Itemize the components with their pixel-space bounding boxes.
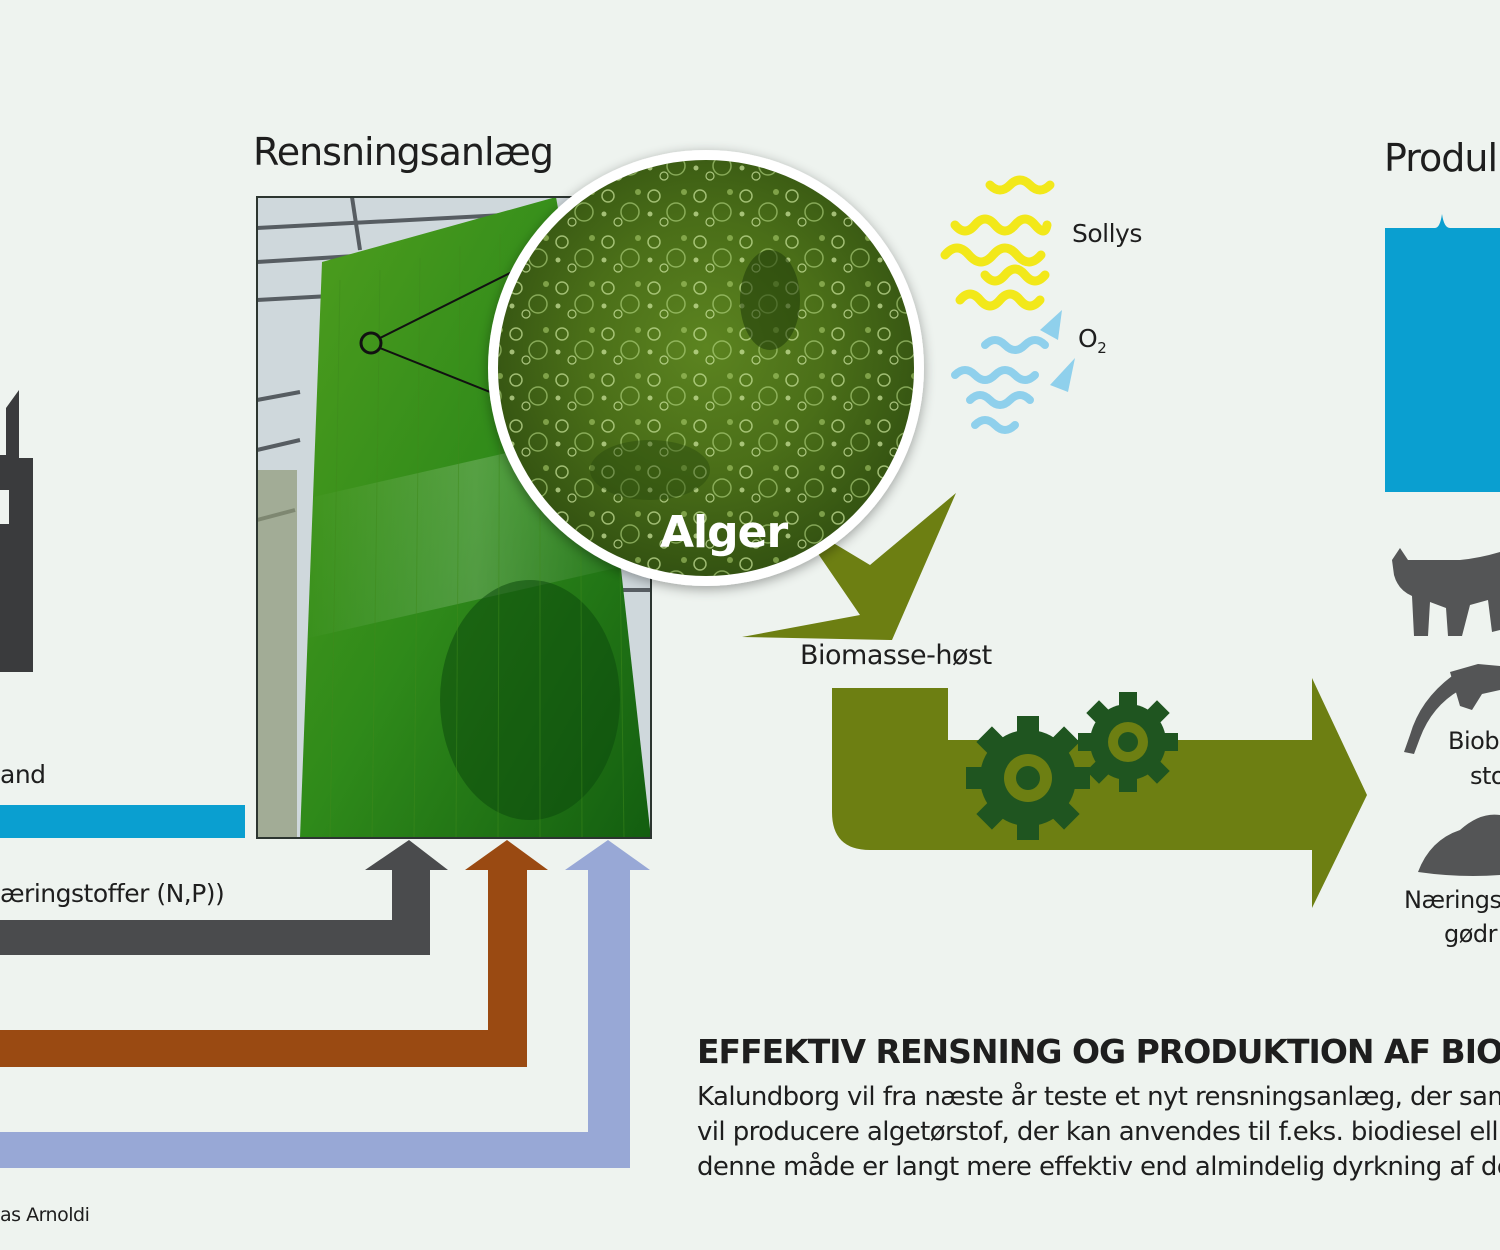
oxygen-subscript: 2 — [1097, 339, 1107, 357]
oxygen-label: O2 — [1078, 324, 1107, 357]
wastewater-bar — [0, 805, 245, 838]
factory-icon — [0, 390, 33, 672]
oxygen-arrowhead — [1040, 310, 1062, 340]
biofuel-label-2: sto — [1470, 762, 1500, 790]
oxygen-wave-icon — [951, 336, 1049, 434]
nutrients-label: æringstoffer (N,P)) — [0, 879, 225, 908]
clean-water-block — [1385, 214, 1500, 492]
gray-nutrient-arrow — [0, 840, 448, 955]
products-title: Produl — [1384, 136, 1498, 180]
harvest-arrow — [742, 493, 956, 640]
fertilizer-label-1: Nærings — [1404, 886, 1500, 914]
magnifier-line-top — [379, 267, 521, 339]
magnifier-line-bottom — [379, 347, 506, 399]
plant-title: Rensningsanlæg — [253, 130, 554, 174]
fertilizer-pile-icon — [1418, 814, 1500, 876]
cow-icon — [1392, 548, 1500, 636]
sunlight-label: Sollys — [1072, 219, 1142, 248]
fuel-nozzle-icon — [1404, 664, 1500, 754]
factory-window — [0, 490, 9, 524]
wastewater-label: and — [0, 760, 46, 789]
credit-text: as Arnoldi — [0, 1204, 90, 1226]
gear-icon — [966, 716, 1090, 840]
magnifier-point — [359, 331, 383, 355]
processing-arrow — [832, 678, 1367, 908]
fertilizer-label-2: gødr — [1444, 920, 1498, 948]
oxygen-symbol: O — [1078, 324, 1098, 353]
oxygen-arrowhead-2 — [1050, 358, 1075, 392]
brown-nutrient-arrow — [0, 840, 548, 1067]
article-line-1: Kalundborg vil fra næste år teste et nyt… — [697, 1082, 1500, 1112]
algae-label: Alger — [660, 507, 788, 558]
article-line-2: vil producere algetørstof, der kan anven… — [697, 1117, 1499, 1147]
lavender-nutrient-arrow — [0, 840, 650, 1168]
gear-icon-small — [1078, 692, 1178, 792]
article-line-3: denne måde er langt mere effektiv end al… — [697, 1152, 1500, 1182]
article-heading: EFFEKTIV RENSNING OG PRODUKTION AF BIOMA — [697, 1032, 1500, 1071]
sunlight-wave-icon — [940, 175, 1055, 311]
harvest-label: Biomasse-høst — [800, 640, 992, 671]
biofuel-label-1: Biob — [1448, 727, 1500, 755]
